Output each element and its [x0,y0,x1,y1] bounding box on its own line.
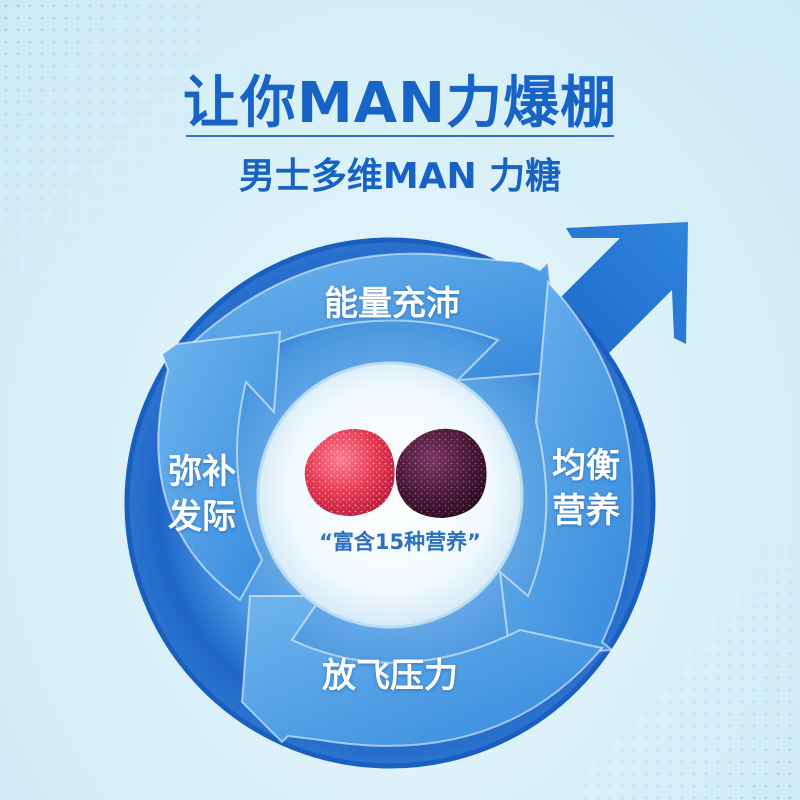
product-name: 男士多维MAN 力糖 [238,156,562,197]
segment-label-left-line1: 弥补 [168,452,236,492]
segment-label-left: 弥补 发际 [152,450,252,540]
cycle-arrows-icon [157,252,634,747]
segment-label-right-line1: 均衡 [552,446,620,486]
purple-gummy-icon [395,428,487,518]
segment-label-right: 均衡 营养 [536,444,636,534]
segment-label-top: 能量充沛 [324,284,460,324]
headline-divider [186,135,614,137]
segment-label-left-line2: 发际 [168,496,236,537]
red-gummy-icon [304,428,395,516]
center-caption: “富含15种营养” [319,530,481,554]
segment-label-right-line2: 营养 [552,490,620,531]
headline: 让你MAN力爆棚 [183,71,617,136]
center-disc [258,363,522,627]
segment-label-bottom: 放飞压力 [322,656,458,696]
